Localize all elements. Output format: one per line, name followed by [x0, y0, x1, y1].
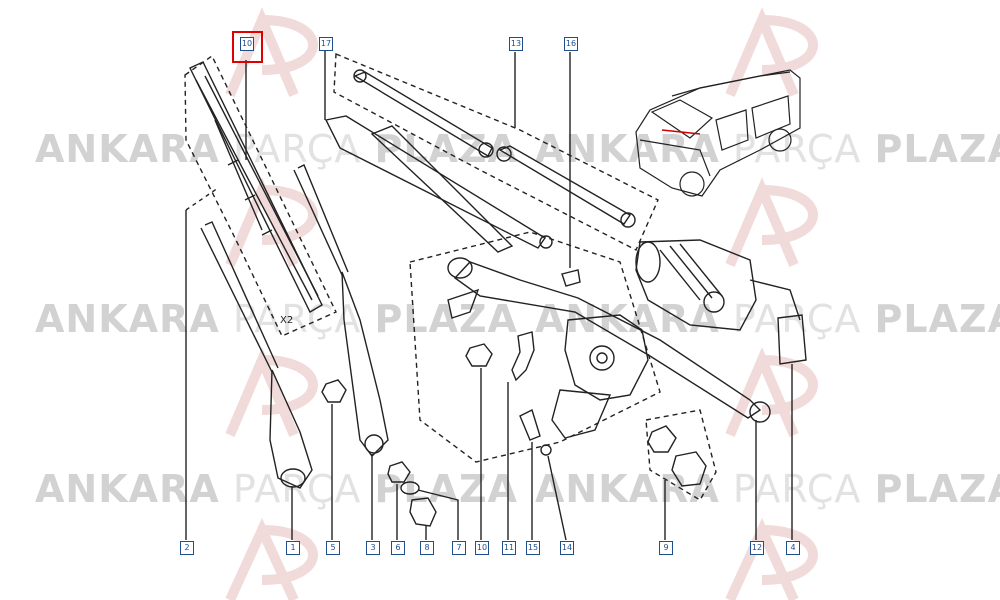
ap-logo-6 — [725, 347, 818, 437]
ap-logo-4 — [725, 177, 818, 267]
bolt-15 — [519, 409, 541, 540]
watermark-text-row-1-right: ANKARA PARÇA PLAZA — [535, 127, 1000, 171]
callout-13[interactable]: 13 — [509, 37, 523, 51]
grommet-8 — [409, 497, 437, 540]
selected-part-highlight — [232, 31, 263, 63]
vehicle-illustration — [635, 69, 801, 197]
callout-3[interactable]: 3 — [366, 541, 380, 555]
ap-logo-3 — [225, 177, 318, 267]
ap-logo-1 — [225, 7, 318, 97]
quantity-label: X2 — [280, 315, 294, 326]
linkage-rod-upper — [333, 52, 659, 251]
blade-group-box — [184, 54, 337, 337]
ap-logo-5 — [225, 347, 318, 437]
rod-group-box — [333, 52, 659, 251]
callout-17[interactable]: 17 — [319, 37, 333, 51]
wiper-linkage-frame — [447, 257, 771, 439]
wiper-arm-left — [200, 221, 313, 540]
callout-7[interactable]: 7 — [452, 541, 466, 555]
callout-1[interactable]: 1 — [286, 541, 300, 555]
callout-6[interactable]: 6 — [391, 541, 405, 555]
callout-15[interactable]: 15 — [526, 541, 540, 555]
callout-8[interactable]: 8 — [420, 541, 434, 555]
nut-6 — [387, 461, 411, 540]
wiper-arm-right — [293, 164, 389, 540]
nut-5 — [321, 379, 347, 540]
linkage-rod-lower — [324, 115, 553, 253]
callout-10-selected[interactable]: 10 — [240, 37, 254, 51]
watermark-text-row-3-right: ANKARA PARÇA PLAZA — [535, 467, 1000, 511]
callout-10[interactable]: 10 — [475, 541, 489, 555]
linkage-group-box — [409, 231, 661, 463]
bracket-11 — [507, 331, 535, 540]
watermark-text-row-3-left: ANKARA PARÇA PLAZA — [35, 467, 518, 511]
ap-logo-7 — [225, 517, 318, 600]
nut-kit-9 — [645, 409, 717, 540]
bolt-16 — [561, 52, 581, 287]
callout-5[interactable]: 5 — [326, 541, 340, 555]
callout-12[interactable]: 12 — [750, 541, 764, 555]
ap-logo-8 — [725, 517, 818, 600]
callout-14[interactable]: 14 — [560, 541, 574, 555]
nut-10 — [465, 343, 493, 540]
ap-logo-2 — [725, 7, 818, 97]
washer-7 — [400, 481, 459, 540]
wiper-motor — [635, 239, 807, 540]
callout-16[interactable]: 16 — [564, 37, 578, 51]
callout-2[interactable]: 2 — [180, 541, 194, 555]
wiper-blade — [189, 61, 323, 313]
callout-9[interactable]: 9 — [659, 541, 673, 555]
callout-4[interactable]: 4 — [786, 541, 800, 555]
washer-14 — [540, 444, 567, 541]
callout-11[interactable]: 11 — [502, 541, 516, 555]
watermark-text-row-2-left: ANKARA PARÇA PLAZA — [35, 297, 518, 341]
